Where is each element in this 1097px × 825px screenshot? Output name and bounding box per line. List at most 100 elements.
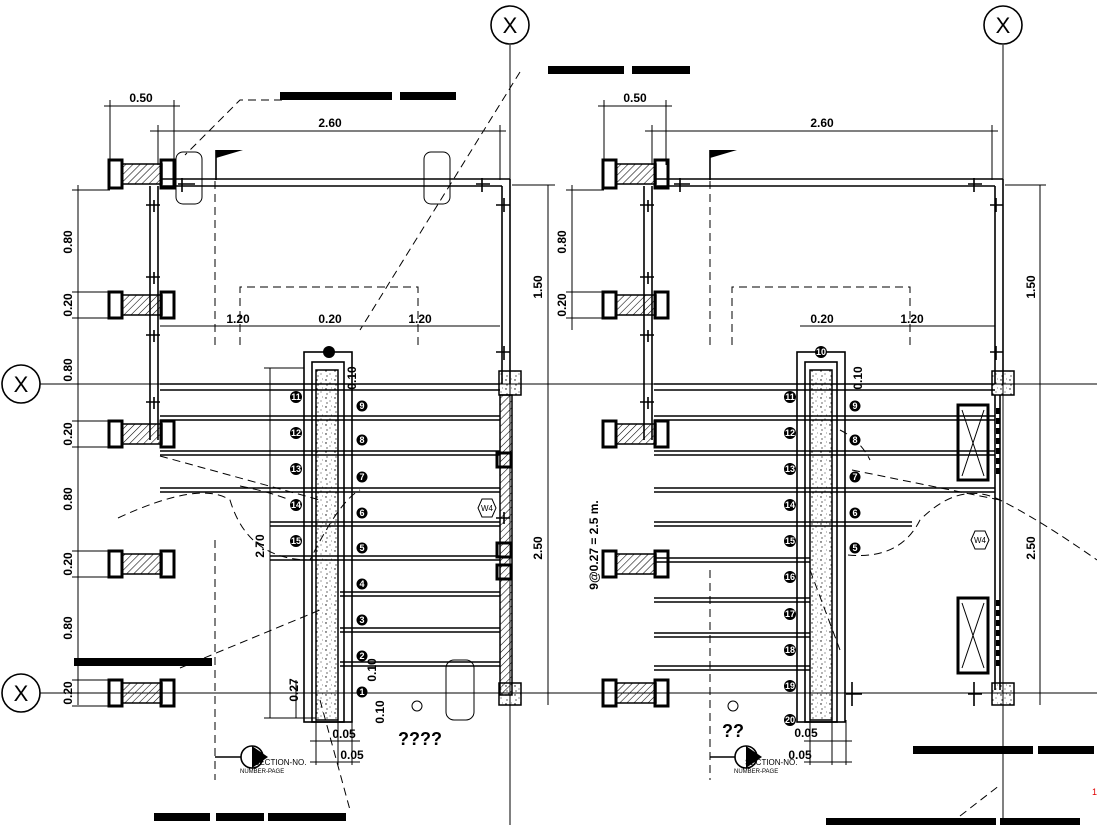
dim-label: 0.05	[794, 726, 818, 740]
dim-label: 0.10	[365, 658, 379, 682]
grid-bubble-icon: X	[490, 5, 530, 45]
dim-label: 0.20	[61, 422, 75, 446]
svg-text:7: 7	[359, 472, 364, 482]
svg-text:X: X	[14, 681, 29, 706]
svg-text:6: 6	[359, 508, 364, 518]
svg-text:19: 19	[785, 681, 795, 691]
step-marker: 9	[356, 400, 368, 412]
right-plan: 0.50 2.60 0.80 0.20	[548, 66, 1097, 825]
svg-text:10: 10	[324, 347, 334, 357]
svg-text:2: 2	[359, 651, 364, 661]
svg-text:1: 1	[359, 687, 364, 697]
flag-icon	[709, 150, 737, 180]
svg-text:X: X	[14, 372, 29, 397]
step-marker: 17	[784, 608, 796, 620]
dim-label: 0.50	[129, 91, 153, 105]
dim-label: 1.50	[531, 275, 545, 299]
svg-text:X: X	[996, 13, 1011, 38]
step-marker: 12	[784, 427, 796, 439]
svg-text:8: 8	[359, 435, 364, 445]
corner-mark: 1	[1092, 787, 1097, 797]
svg-text:W4: W4	[974, 536, 987, 545]
dim-label: 2.50	[531, 536, 545, 560]
svg-text:5: 5	[852, 543, 857, 553]
step-marker: 8	[356, 434, 368, 446]
svg-text:14: 14	[291, 500, 301, 510]
note-question: ??	[722, 721, 744, 741]
dim-label: 0.80	[61, 358, 75, 382]
step-marker: 13	[290, 463, 302, 475]
step-marker: 9	[849, 400, 861, 412]
grid-lines	[40, 45, 1097, 825]
svg-text:12: 12	[291, 428, 301, 438]
svg-text:5: 5	[359, 543, 364, 553]
step-marker: 15	[290, 535, 302, 547]
svg-text:11: 11	[291, 392, 301, 402]
grid-bubble-icon: X	[1, 673, 41, 713]
svg-text:13: 13	[291, 464, 301, 474]
svg-text:11: 11	[785, 392, 795, 402]
dim-label: 2.60	[810, 116, 834, 130]
step-marker: 18	[784, 644, 796, 656]
step-marker: 7	[849, 471, 861, 483]
dim-label: 2.60	[318, 116, 342, 130]
step-marker: 15	[784, 535, 796, 547]
dim-label: 0.20	[61, 293, 75, 317]
step-marker: 20	[784, 714, 796, 726]
svg-text:16: 16	[785, 572, 795, 582]
svg-text:4: 4	[359, 579, 364, 589]
dim-label: 0.05	[788, 748, 812, 762]
svg-text:X: X	[503, 13, 518, 38]
left-plan: 0.50 2.60	[61, 71, 555, 821]
svg-text:10: 10	[816, 347, 826, 357]
step-marker: 11	[290, 391, 302, 403]
dim-label: 0.80	[61, 230, 75, 254]
step-marker: 3	[356, 614, 368, 626]
dim-label: 1.20	[900, 312, 924, 326]
svg-text:14: 14	[785, 500, 795, 510]
step-marker: 2	[356, 650, 368, 662]
svg-text:20: 20	[785, 715, 795, 725]
dim-label: 1.50	[1024, 275, 1038, 299]
dim-label: 0.20	[61, 681, 75, 705]
svg-text:15: 15	[785, 536, 795, 546]
step-marker: 19	[784, 680, 796, 692]
svg-text:7: 7	[852, 472, 857, 482]
dim-label: 2.50	[1024, 536, 1038, 560]
section-marker-icon: SECTION-NO. NUMBER-PAGE	[710, 745, 797, 775]
dim-label: 0.20	[555, 293, 569, 317]
hexagon-tag-icon: W4	[970, 530, 990, 550]
dim-label: 0.50	[623, 91, 647, 105]
step-marker: 6	[356, 507, 368, 519]
svg-text:13: 13	[785, 464, 795, 474]
svg-text:15: 15	[291, 536, 301, 546]
svg-text:6: 6	[852, 508, 857, 518]
step-marker: 16	[784, 571, 796, 583]
flag-icon	[215, 150, 243, 180]
dim-label: 0.80	[61, 487, 75, 511]
step-marker: 7	[356, 471, 368, 483]
dim-label: 0.20	[318, 312, 342, 326]
step-marker: 5	[356, 542, 368, 554]
step-marker: 6	[849, 507, 861, 519]
dim-label: 0.20	[61, 552, 75, 576]
stair-note: 9@0.27 = 2.5 m.	[587, 500, 601, 589]
dim-label: 0.80	[61, 616, 75, 640]
svg-text:SECTION-NO.: SECTION-NO.	[745, 758, 797, 767]
dim-label: 0.05	[332, 727, 356, 741]
step-marker: 12	[290, 427, 302, 439]
grid-bubble-icon: X	[1, 364, 41, 404]
dim-label: 0.80	[555, 230, 569, 254]
section-marker-icon: SECTION-NO. NUMBER-PAGE	[215, 745, 306, 775]
dim-label: 0.27	[287, 678, 301, 702]
dim-label: 0.10	[373, 700, 387, 724]
step-marker: 11	[784, 391, 796, 403]
step-marker: 4	[356, 578, 368, 590]
svg-text:SECTION-NO.: SECTION-NO.	[254, 758, 306, 767]
svg-text:9: 9	[359, 401, 364, 411]
hexagon-tag-icon: W4	[477, 498, 497, 518]
dim-label: 0.05	[340, 748, 364, 762]
svg-text:18: 18	[785, 645, 795, 655]
step-marker: 5	[849, 542, 861, 554]
